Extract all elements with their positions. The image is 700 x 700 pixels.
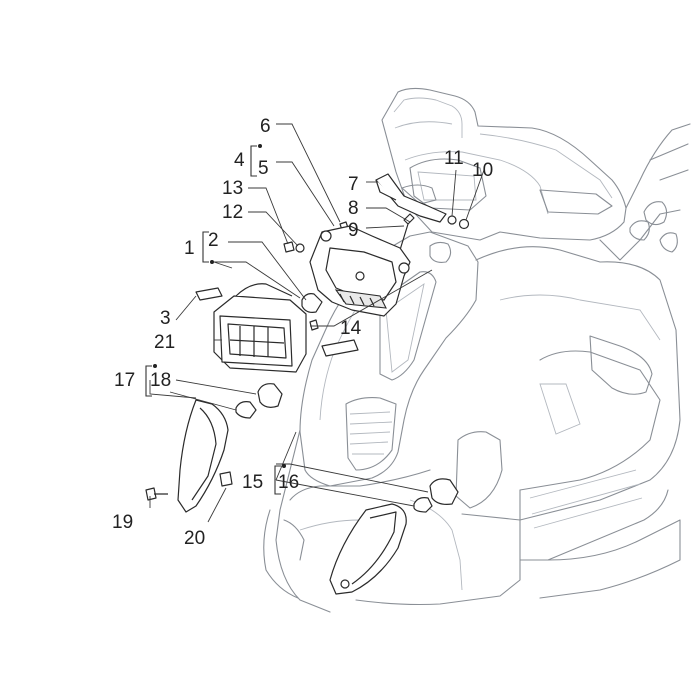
callout-14: 14 (340, 318, 362, 339)
part-11-washer (447, 215, 457, 225)
part-9-screw (399, 213, 415, 251)
callout-21: 21 (154, 332, 175, 353)
callout-11: 11 (444, 148, 464, 169)
callout-2: 2 (208, 230, 219, 251)
callout-1: 1 (184, 238, 195, 259)
callout-19: 19 (112, 512, 133, 533)
callout-13: 13 (222, 178, 243, 199)
callout-8: 8 (348, 198, 359, 219)
part-18-socket (257, 383, 283, 408)
callout-12: 12 (222, 202, 243, 223)
callout-10: 10 (472, 160, 493, 181)
callout-17: 17 (114, 370, 135, 391)
part-7-brace (375, 173, 447, 223)
part-14-bulb (309, 319, 319, 331)
part-19-screw (145, 487, 168, 501)
part-3-bracket (195, 287, 223, 301)
callout-9: 9 (348, 220, 359, 241)
part-10-nut (458, 218, 470, 230)
parts (145, 173, 470, 595)
callout-6: 6 (260, 116, 271, 137)
callout-20: 20 (184, 528, 205, 549)
part-16-socket (429, 478, 459, 505)
part-2-bulb (301, 293, 323, 313)
part-18-bulb (235, 401, 257, 419)
callout-brackets (145, 144, 286, 495)
part-14-bracket (321, 339, 359, 357)
callout-3: 3 (160, 308, 171, 329)
callout-labels: 1 2 3 4 5 6 7 8 9 10 11 12 13 14 15 16 1… (112, 116, 493, 549)
leader-lines (149, 123, 485, 523)
callout-16: 16 (278, 472, 299, 493)
callout-4: 4 (234, 150, 245, 171)
callout-7: 7 (348, 174, 359, 195)
callout-18: 18 (150, 370, 171, 391)
callout-15: 15 (242, 472, 263, 493)
part-20-clip (219, 471, 233, 487)
part-13-bolt (283, 241, 295, 253)
callout-5: 5 (258, 158, 269, 179)
